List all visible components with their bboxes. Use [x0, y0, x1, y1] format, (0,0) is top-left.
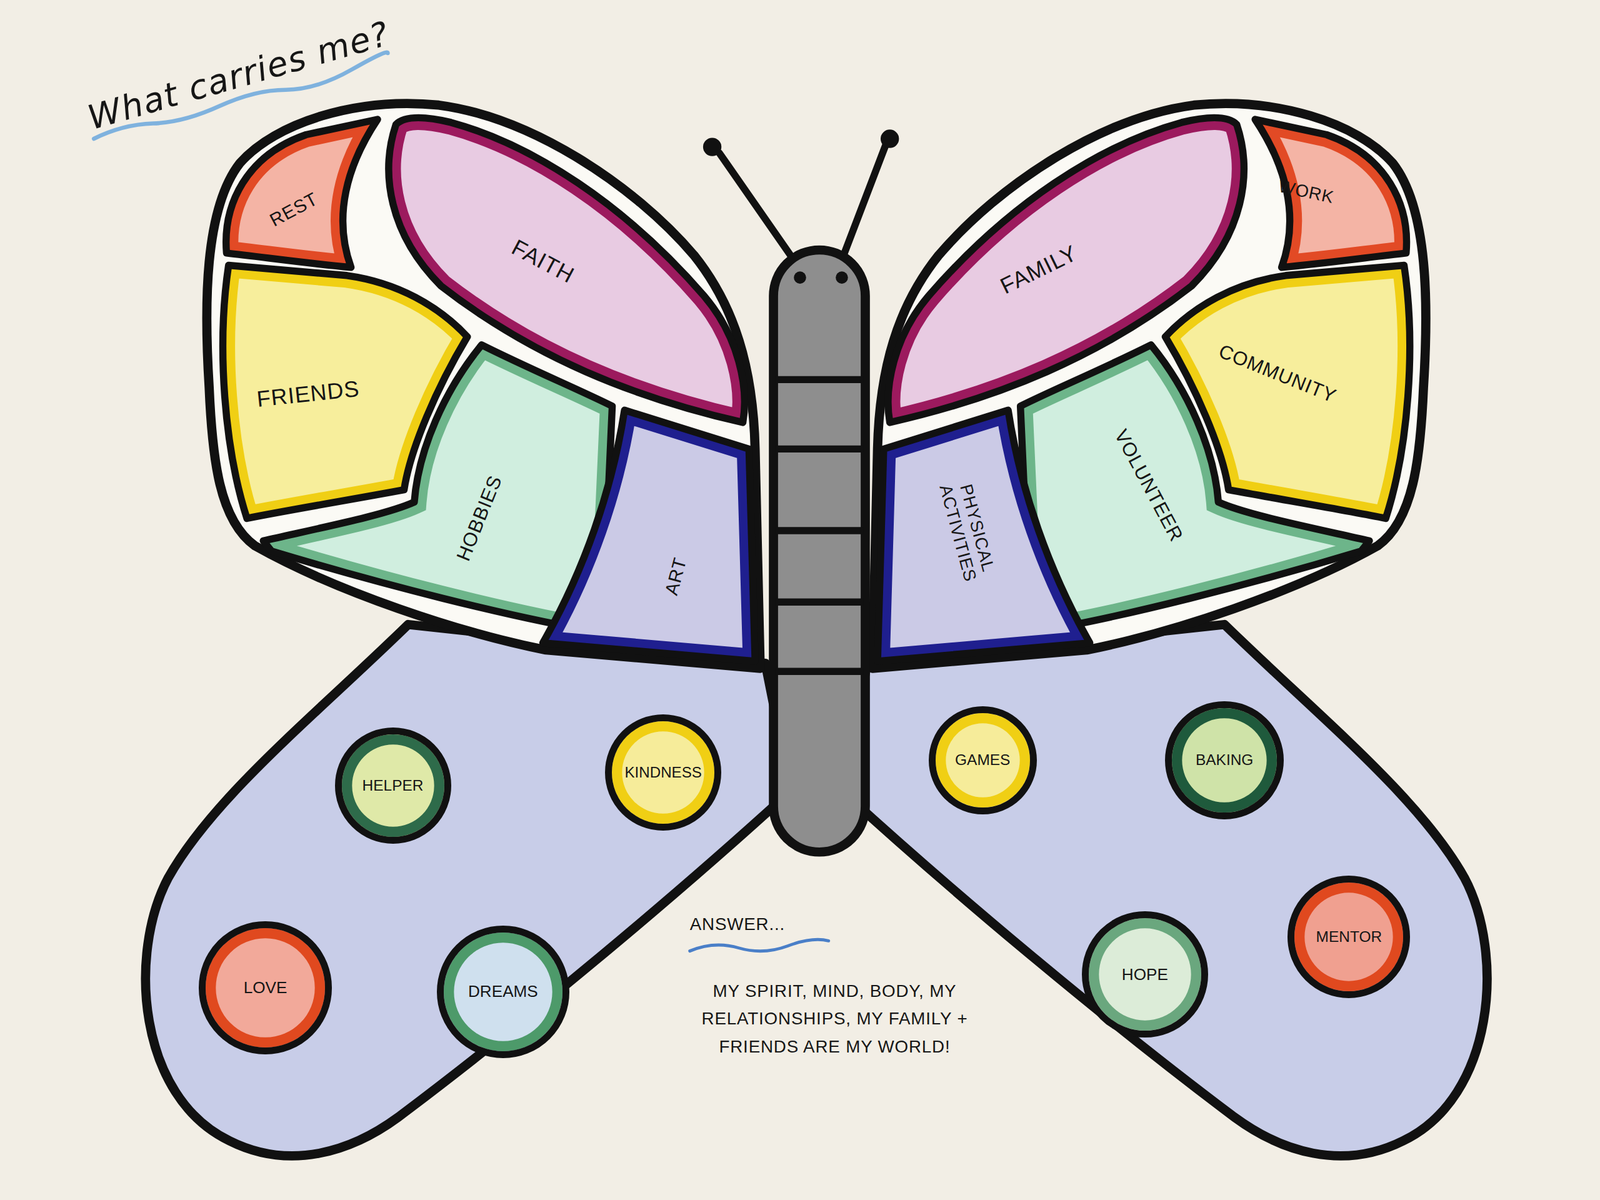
antenna-tip: [880, 129, 899, 148]
lower-right-wing: [841, 624, 1487, 1156]
antenna-tip: [703, 137, 722, 156]
circle-text: KINDNESS: [625, 763, 702, 782]
circle-text: MENTOR: [1316, 928, 1383, 946]
antennae: [719, 145, 886, 258]
circle-text: DREAMS: [468, 981, 539, 1002]
circle-text: LOVE: [243, 978, 288, 998]
circle-text: HELPER: [362, 776, 424, 795]
body-stripe: [775, 445, 864, 453]
value-circle: DREAMS: [436, 925, 570, 1059]
value-circle: LOVE: [198, 921, 332, 1054]
body-stripes: [775, 379, 864, 672]
label-text: ANSWER...: [690, 914, 785, 934]
butterfly-body: [773, 250, 866, 852]
upper-right-wing: [872, 103, 1426, 669]
circle-text: HOPE: [1121, 965, 1169, 985]
value-circle: KINDNESS: [605, 714, 722, 831]
value-circle: HOPE: [1081, 911, 1209, 1038]
antenna: [843, 145, 887, 258]
label-text: MY SPIRIT, MIND, BODY, MY RELATIONSHIPS,…: [701, 981, 969, 1057]
lower-left-wing: [145, 624, 791, 1156]
answer-heading: ANSWER...: [690, 914, 785, 935]
answer-text: MY SPIRIT, MIND, BODY, MY RELATIONSHIPS,…: [661, 977, 1009, 1061]
body-stripe: [775, 668, 864, 675]
circle-text: GAMES: [955, 751, 1010, 769]
value-circle: MENTOR: [1287, 875, 1410, 999]
value-circle: BAKING: [1165, 701, 1284, 820]
circle-text: BAKING: [1195, 751, 1254, 769]
eye: [835, 271, 849, 284]
value-circle: GAMES: [928, 706, 1037, 815]
body-stripe: [775, 526, 864, 534]
antenna: [719, 153, 792, 258]
eye: [793, 271, 807, 284]
value-circle: HELPER: [335, 727, 452, 844]
body-stripe: [775, 598, 864, 606]
body-stripe: [775, 376, 864, 384]
answer-underline: [690, 939, 829, 951]
upper-left-wing: [206, 103, 760, 669]
